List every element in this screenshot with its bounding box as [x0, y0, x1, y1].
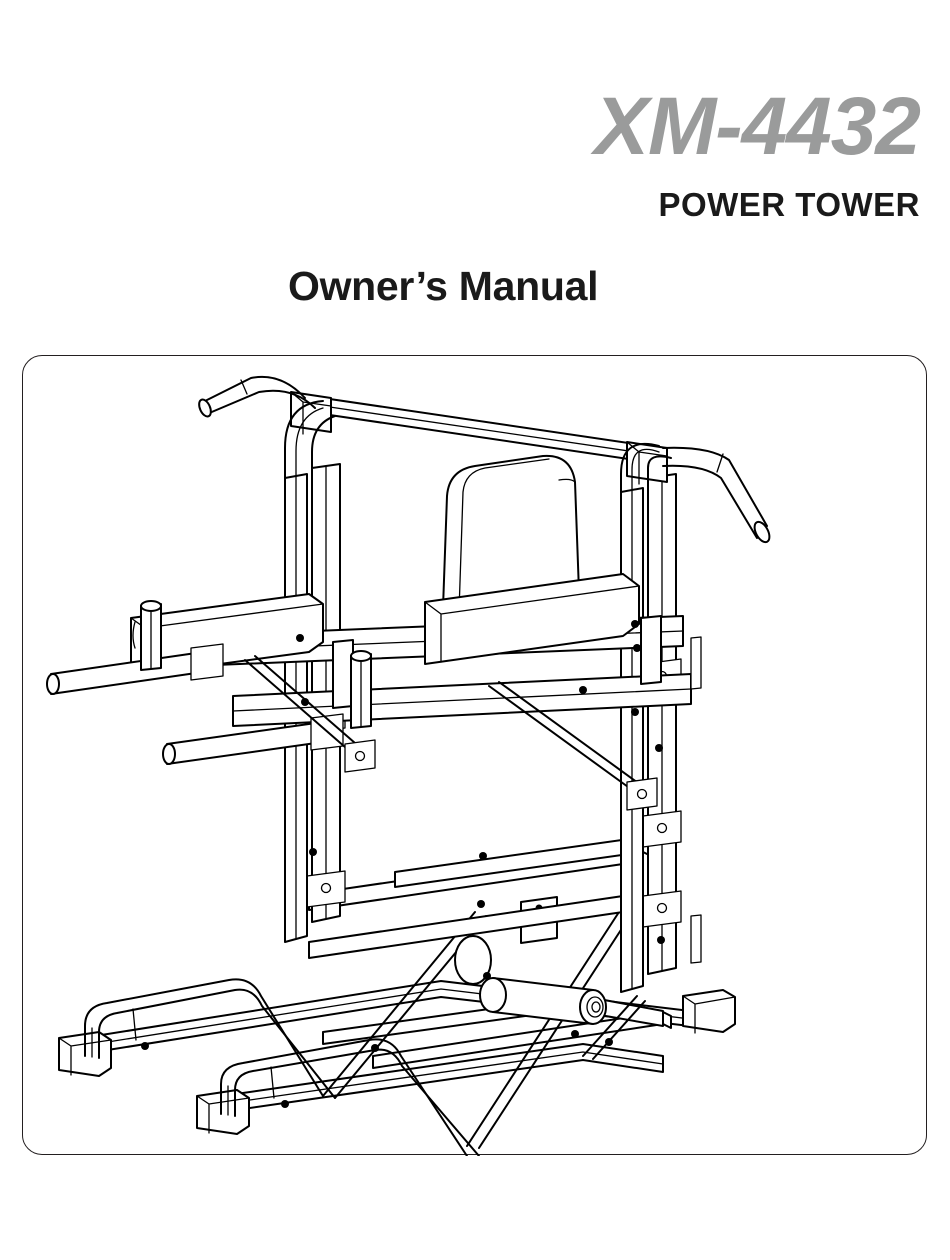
angled-pull-up-handle-left	[198, 376, 316, 418]
push-up-station-handle-right	[220, 1038, 480, 1156]
diagonal-support-brace-right	[488, 681, 658, 811]
cover-header: XM-4432 POWER TOWER Owner’s Manual	[0, 0, 950, 340]
pull-up-bar	[290, 391, 668, 485]
upright-top-bend-right	[620, 442, 672, 493]
power-tower-illustration	[46, 376, 771, 1156]
roller-pad	[454, 896, 607, 1025]
push-up-station-handle-left	[84, 978, 336, 1099]
document-title: Owner’s Manual	[288, 263, 599, 309]
angled-pull-up-handle-right	[662, 446, 771, 544]
diagonal-support-brace-left	[244, 655, 376, 773]
vertical-upright-post-right	[642, 473, 682, 975]
fastener-bolts	[141, 620, 665, 1108]
product-name: POWER TOWER	[658, 186, 920, 223]
adjustment-strip	[690, 636, 702, 964]
vertical-knee-raise-grip	[140, 600, 162, 671]
base-stabilizer-rail-front	[196, 1043, 664, 1135]
page-title: XM-4432	[594, 81, 921, 172]
upright-top-bend-left	[284, 400, 336, 479]
base-diagonal-braces	[322, 911, 646, 1149]
illustration-frame	[22, 355, 927, 1156]
secondary-grip-post	[350, 650, 372, 729]
dip-handle-upper	[46, 643, 224, 695]
